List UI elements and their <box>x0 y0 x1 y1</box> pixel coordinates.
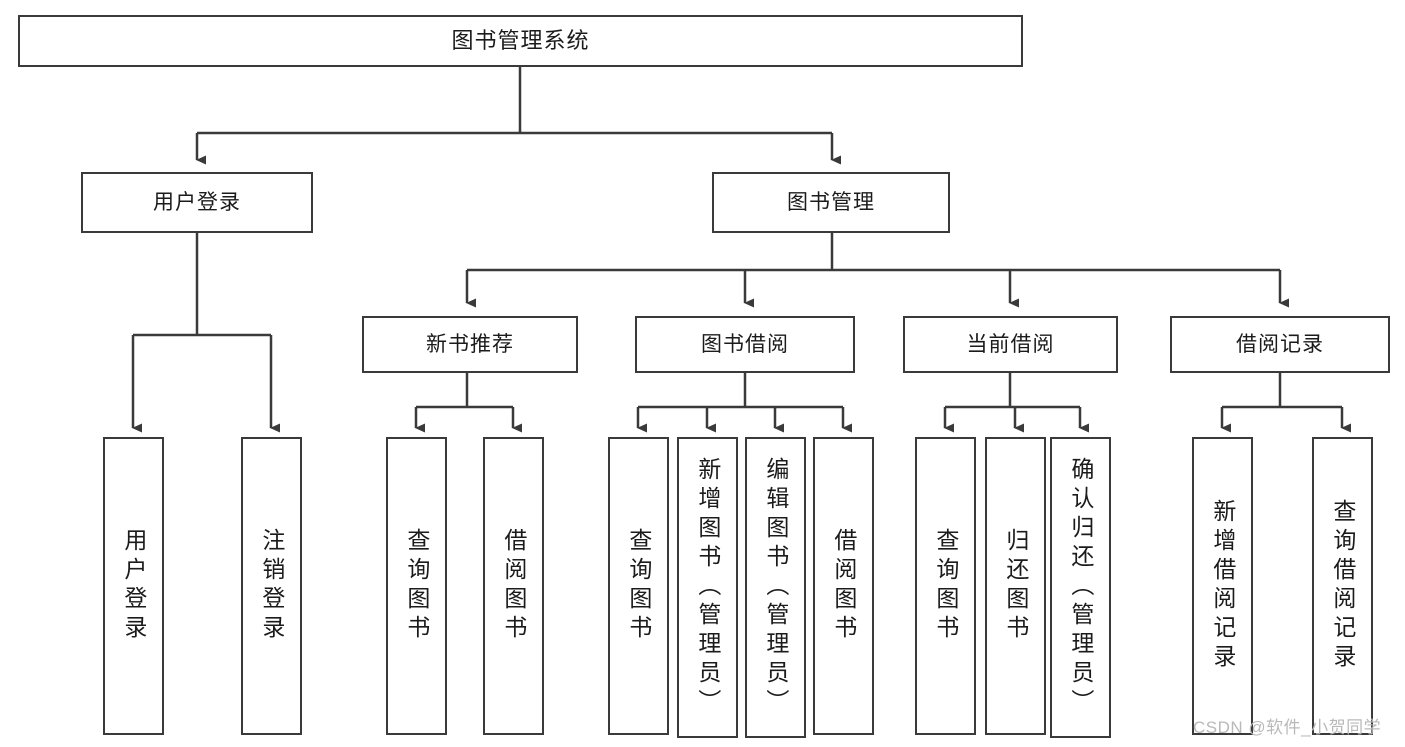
leaf-current-confirm-return-admin[interactable]: 确认归还（管理员） <box>1050 437 1111 738</box>
node-label: 新增借阅记录 <box>1209 499 1236 673</box>
node-label: 图书借阅 <box>701 333 789 356</box>
leaf-current-query-book[interactable]: 查询图书 <box>915 437 976 735</box>
node-label: 当前借阅 <box>966 333 1055 356</box>
node-label: 借阅图书 <box>830 528 857 644</box>
leaf-recommend-borrow-book[interactable]: 借阅图书 <box>483 437 544 735</box>
node-root-system[interactable]: 图书管理系统 <box>18 15 1023 67</box>
node-label: 图书管理系统 <box>451 28 590 53</box>
node-label: 新书推荐 <box>426 333 514 356</box>
node-label: 查询图书 <box>625 528 652 644</box>
node-label: 注销登录 <box>258 528 285 644</box>
leaf-borrow-borrow-book[interactable]: 借阅图书 <box>813 437 874 735</box>
node-label: 查询借阅记录 <box>1329 499 1356 673</box>
leaf-borrow-query-book[interactable]: 查询图书 <box>608 437 669 735</box>
node-label: 查询图书 <box>932 528 959 644</box>
leaf-record-query-record[interactable]: 查询借阅记录 <box>1312 437 1373 735</box>
node-label: 编辑图书（管理员） <box>762 457 789 718</box>
node-book-borrow[interactable]: 图书借阅 <box>635 316 855 373</box>
leaf-record-add-record[interactable]: 新增借阅记录 <box>1192 437 1253 735</box>
leaf-recommend-query-book[interactable]: 查询图书 <box>386 437 447 735</box>
node-user-login[interactable]: 用户登录 <box>81 172 313 233</box>
node-label: 查询图书 <box>403 528 430 644</box>
node-label: 用户登录 <box>120 528 147 644</box>
leaf-user-login-signin[interactable]: 用户登录 <box>103 437 164 735</box>
node-label: 借阅图书 <box>500 528 527 644</box>
node-label: 借阅记录 <box>1236 333 1324 356</box>
node-new-book-recommend[interactable]: 新书推荐 <box>362 316 578 373</box>
leaf-user-login-signout[interactable]: 注销登录 <box>241 437 302 735</box>
node-borrow-record[interactable]: 借阅记录 <box>1170 316 1390 373</box>
node-current-borrow[interactable]: 当前借阅 <box>903 316 1118 373</box>
node-label: 图书管理 <box>787 191 875 214</box>
node-label: 确认归还（管理员） <box>1067 457 1094 718</box>
leaf-current-return-book[interactable]: 归还图书 <box>985 437 1046 735</box>
leaf-borrow-edit-book-admin[interactable]: 编辑图书（管理员） <box>745 437 806 738</box>
node-label: 用户登录 <box>153 191 241 214</box>
watermark-text: CSDN @软件_小贺同学 <box>1193 718 1382 737</box>
node-book-management[interactable]: 图书管理 <box>712 172 950 233</box>
node-label: 新增图书（管理员） <box>694 457 721 718</box>
node-label: 归还图书 <box>1002 528 1029 644</box>
leaf-borrow-add-book-admin[interactable]: 新增图书（管理员） <box>677 437 738 738</box>
